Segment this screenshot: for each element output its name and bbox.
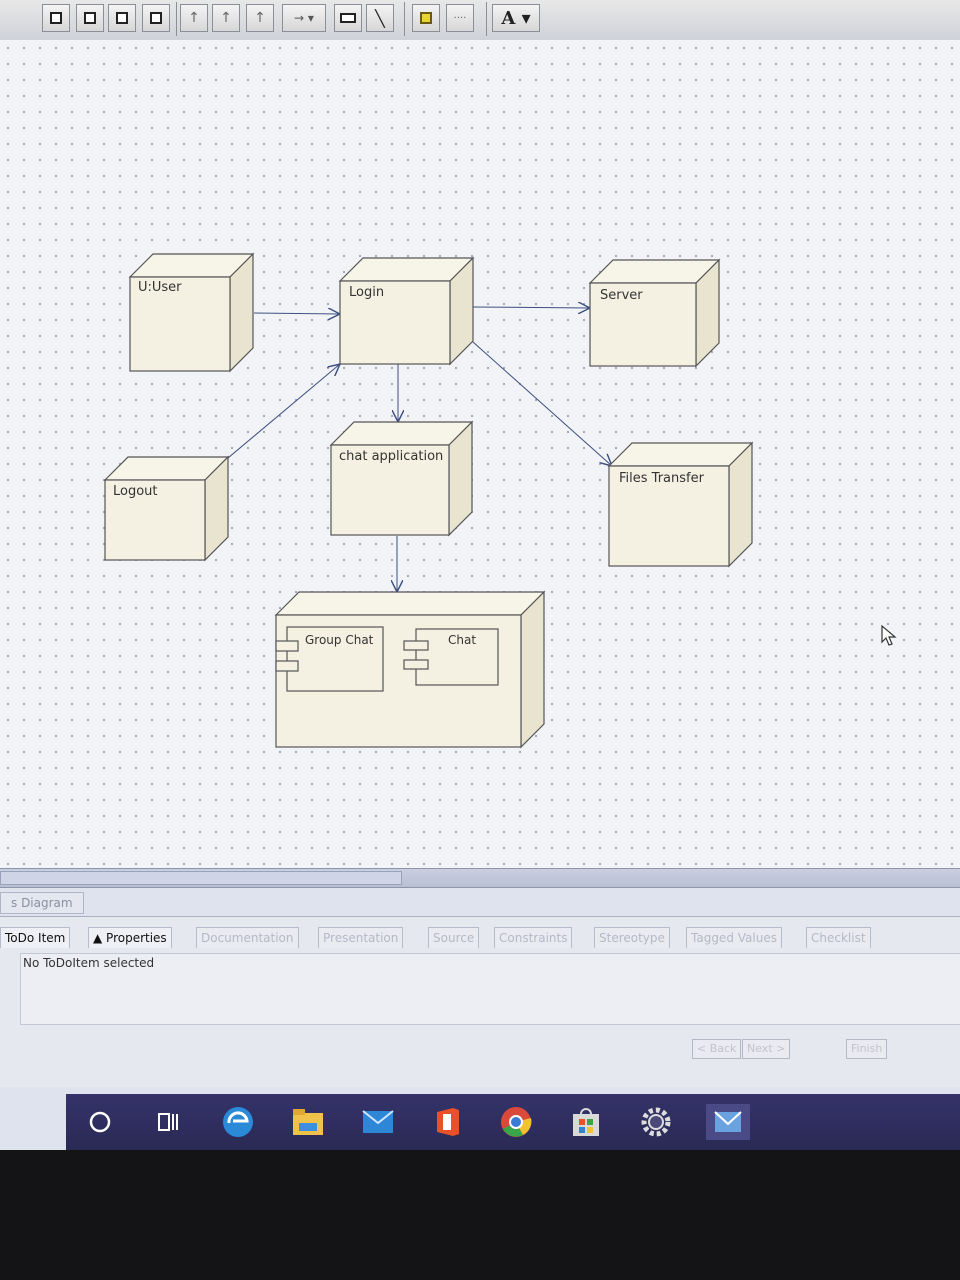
- edge-login-filestransfer[interactable]: [472, 341, 612, 466]
- node-instance-icon: [116, 12, 128, 24]
- link-tool-button[interactable]: ↑: [246, 4, 274, 32]
- file-explorer-icon[interactable]: [290, 1104, 326, 1140]
- component-chat[interactable]: Chat: [403, 628, 500, 687]
- todo-empty-message: No ToDoItem selected: [23, 956, 155, 970]
- toolbar-separator: [404, 2, 405, 36]
- diagram-tab[interactable]: s Diagram: [0, 892, 84, 914]
- diagram-canvas[interactable]: U:User Login Server: [0, 40, 960, 870]
- store-icon[interactable]: [568, 1104, 604, 1140]
- node-tool-button[interactable]: [76, 4, 104, 32]
- start-circle-icon[interactable]: [82, 1104, 118, 1140]
- node-user-label: U:User: [138, 280, 182, 295]
- tab-stereotype[interactable]: Stereotype: [594, 927, 670, 948]
- node-server-label: Server: [600, 288, 643, 303]
- node-instance-tool-button[interactable]: [108, 4, 136, 32]
- todo-content-area: No ToDoItem selected: [20, 953, 960, 1025]
- node-container[interactable]: Group Chat Chat: [274, 590, 546, 749]
- font-button-label: A ▾: [501, 7, 531, 29]
- association-tool-button[interactable]: ↑: [212, 4, 240, 32]
- scrollbar-thumb[interactable]: [0, 871, 402, 885]
- node-files-transfer-label: Files Transfer: [619, 471, 704, 486]
- line-tool-button[interactable]: ╲: [366, 4, 394, 32]
- diagram-edges: [227, 40, 960, 592]
- component-chat-label: Chat: [448, 633, 477, 647]
- argouml-icon[interactable]: [706, 1104, 750, 1140]
- node-chat-application-shape: [329, 420, 474, 537]
- horizontal-scrollbar[interactable]: [0, 868, 960, 888]
- node-icon: [84, 12, 96, 24]
- component-group-chat-shape: [275, 626, 384, 692]
- tab-documentation[interactable]: Documentation: [196, 927, 299, 948]
- arrow-right-icon: → ▾: [294, 11, 314, 25]
- node-files-transfer-shape: [607, 441, 754, 568]
- arrow-up-icon: ↑: [188, 10, 200, 26]
- mouse-cursor-icon: [881, 624, 897, 646]
- node-chat-application[interactable]: chat application: [329, 420, 474, 537]
- tab-checklist[interactable]: Checklist: [806, 927, 871, 948]
- tab-tagged-values[interactable]: Tagged Values: [686, 927, 782, 948]
- wizard-finish-button[interactable]: Finish: [846, 1039, 888, 1059]
- node-server-shape: [588, 258, 721, 368]
- toolbar-separator: [176, 2, 177, 36]
- select-tool-button[interactable]: [42, 4, 70, 32]
- chrome-icon[interactable]: [498, 1104, 534, 1140]
- component-group-chat[interactable]: Group Chat: [275, 626, 384, 693]
- tab-constraints[interactable]: Constraints: [494, 927, 573, 948]
- office-icon[interactable]: [430, 1104, 466, 1140]
- more-icon: ····: [453, 12, 467, 24]
- node-login[interactable]: Login: [338, 256, 475, 366]
- node-logout-label: Logout: [113, 484, 158, 499]
- node-login-shape: [338, 256, 475, 366]
- node-user[interactable]: U:User: [128, 252, 255, 373]
- toolbar-separator: [486, 2, 487, 36]
- line-icon: ╲: [375, 8, 385, 28]
- edge-user-login[interactable]: [253, 313, 340, 314]
- node-server[interactable]: Server: [588, 258, 721, 368]
- edge-type-dropdown[interactable]: → ▾: [282, 4, 326, 32]
- edge-login-server[interactable]: [472, 307, 590, 308]
- monitor-bezel: [0, 1150, 960, 1280]
- details-tabbar: ToDo Item ▲ Properties Documentation Pre…: [0, 927, 960, 949]
- rectangle-icon: [340, 13, 356, 23]
- tab-presentation[interactable]: Presentation: [318, 927, 404, 948]
- node-user-shape: [128, 252, 255, 373]
- component-icon: [150, 12, 162, 24]
- tab-todo-item[interactable]: ToDo Item: [0, 927, 71, 948]
- node-files-transfer[interactable]: Files Transfer: [607, 441, 754, 568]
- mail-icon[interactable]: [360, 1104, 396, 1140]
- component-group-chat-label: Group Chat: [305, 633, 374, 647]
- tab-properties[interactable]: ▲ Properties: [88, 927, 172, 948]
- arrow-up-icon: ↑: [254, 10, 266, 26]
- settings-icon[interactable]: [638, 1104, 674, 1140]
- arrow-up-icon: ↑: [220, 10, 232, 26]
- dependency-tool-button[interactable]: ↑: [180, 4, 208, 32]
- task-view-icon[interactable]: [150, 1104, 186, 1140]
- node-chat-application-label: chat application: [339, 449, 444, 464]
- rectangle-tool-button[interactable]: [334, 4, 362, 32]
- details-panel: ToDo Item ▲ Properties Documentation Pre…: [0, 916, 960, 1087]
- more-tools-button[interactable]: ····: [446, 4, 474, 32]
- node-logout-shape: [103, 455, 230, 562]
- note-icon: [420, 12, 432, 24]
- screen: ↑ ↑ ↑ → ▾ ╲ ···· A ▾: [0, 0, 960, 1150]
- component-chat-shape: [403, 628, 499, 686]
- diagram-toolbar: ↑ ↑ ↑ → ▾ ╲ ···· A ▾: [0, 0, 960, 41]
- edge-icon[interactable]: [220, 1104, 256, 1140]
- component-tool-button[interactable]: [142, 4, 170, 32]
- note-tool-button[interactable]: [412, 4, 440, 32]
- select-icon: [50, 12, 62, 24]
- windows-taskbar: [66, 1094, 960, 1150]
- font-dropdown-button[interactable]: A ▾: [492, 4, 540, 32]
- edge-logout-login[interactable]: [227, 364, 340, 459]
- node-logout[interactable]: Logout: [103, 455, 230, 562]
- wizard-next-button[interactable]: Next >: [742, 1039, 791, 1059]
- tab-source[interactable]: Source: [428, 927, 480, 948]
- wizard-back-button[interactable]: < Back: [692, 1039, 742, 1059]
- node-login-label: Login: [349, 285, 385, 300]
